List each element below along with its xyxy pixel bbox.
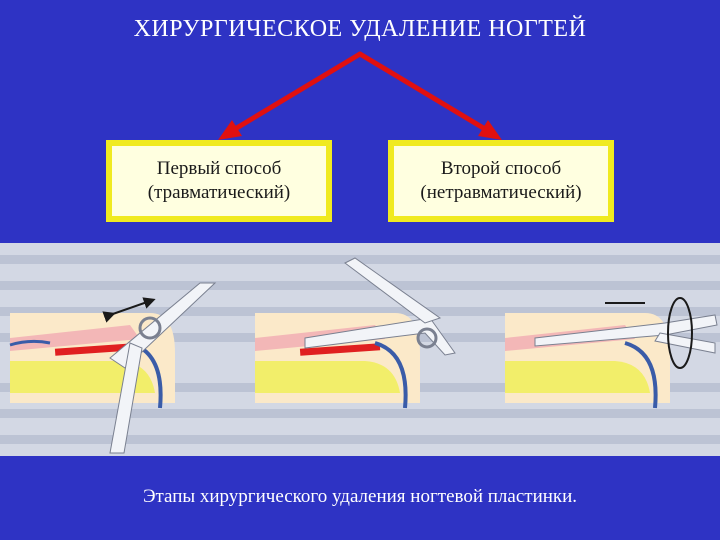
right-arrow-line xyxy=(360,54,490,132)
second-method-box: Второй способ (нетравматический) xyxy=(388,140,614,222)
first-method-box: Первый способ (травматический) xyxy=(106,140,332,222)
second-method-subtitle: (нетравматический) xyxy=(420,181,581,205)
figure-caption: Этапы хирургического удаления ногтевой п… xyxy=(0,486,720,508)
first-method-title: Первый способ xyxy=(157,157,281,181)
left-arrow-line xyxy=(230,54,360,132)
first-method-subtitle: (травматический) xyxy=(148,181,291,205)
left-arrowhead xyxy=(218,120,242,140)
nail-removal-illustration xyxy=(0,243,720,456)
right-arrowhead xyxy=(478,120,502,140)
nail-removal-stages-image xyxy=(0,243,720,456)
second-method-title: Второй способ xyxy=(441,157,561,181)
